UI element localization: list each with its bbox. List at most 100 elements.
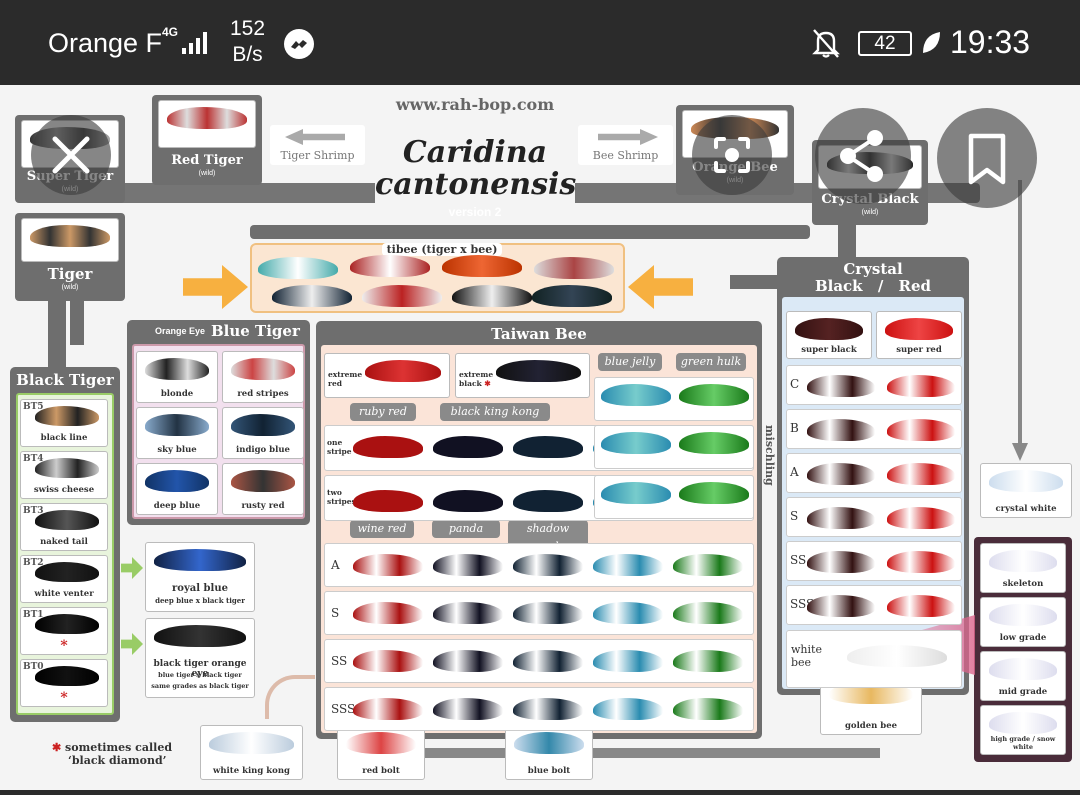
super-red-label: super red [896,345,942,355]
shrimp-image [35,562,99,582]
grade-label: B [790,421,799,435]
shrimp-image [145,358,209,380]
version-label: version 2 [448,205,502,219]
crystal-row: SS [786,541,962,581]
arrow-crystal-white-icon [1012,443,1028,461]
royal-blue-label: royal blue [172,583,228,594]
item-label: naked tail [40,537,88,547]
white-king-kong-card: white king kong [200,725,303,780]
blue-tiger-item: red stripes [222,351,304,403]
shrimp-image [807,551,875,573]
bookmark-icon [968,133,1006,185]
shrimp-image [807,463,875,485]
shrimp-image [887,463,955,485]
variety-pill: green hulk [676,353,746,371]
bookmark-button[interactable] [937,108,1037,208]
blue-bolt-label: blue bolt [527,766,571,776]
grade-label: C [790,377,800,391]
item-label: black line [40,433,88,443]
black-tiger-orange-eye-card: black tiger orange eye blue tiger x blac… [145,618,255,698]
data-speed: 152 B/s [230,17,266,66]
arrow-right-icon [598,129,658,145]
white-grade-card: mid grade [980,651,1066,701]
stripe-label: one stripe [327,438,352,456]
shrimp-image [433,490,503,512]
item-label: rusty red [241,501,285,511]
jelly-hulk-row [594,377,754,421]
shrimp-image [433,554,503,576]
tibee-shrimp-6 [362,285,442,307]
white-bee-row: white bee [786,630,962,688]
red-tiger-sub: (wild) [198,170,216,177]
shrimp-image [887,507,955,529]
shrimp-image [513,554,583,576]
variety-pill: black king kong [440,403,550,421]
tiger-sub: (wild) [61,284,79,291]
shrimp-image [593,554,663,576]
shrimp-image [887,595,955,617]
white-king-kong-label: white king kong [213,766,290,776]
shrimp-image [513,490,583,512]
red-tiger-card [158,100,256,148]
blue-bolt-card: blue bolt [505,725,593,780]
status-bar: Orange F 4G 152 B/s 42 19:33 [0,0,1080,85]
shrimp-image [35,510,99,530]
super-black-label: super black [801,345,857,355]
shrimp-image [593,698,663,720]
shrimp-image [601,482,671,504]
taiwan-bee-row: A [324,543,754,587]
title-line2: cantonensis [375,167,577,202]
white-grade-label: mid grade [998,687,1048,697]
variety-pill: blue jelly [598,353,662,371]
blue-tiger-item: sky blue [136,407,218,459]
shrimp-image [989,550,1057,572]
taiwan-bee-row: SSS [324,687,754,731]
shrimp-image [35,458,99,478]
network-type: 4G [162,25,179,39]
blue-tiger-prefix: Orange Eye [155,326,206,336]
shrimp-image [433,650,503,672]
grade-label: SSS [331,702,356,716]
shrimp-image [795,318,863,340]
shrimp-image [673,650,743,672]
shrimp-image [353,698,423,720]
share-button[interactable] [815,108,911,204]
tiger-shrimp-box: Tiger Shrimp [270,125,365,165]
blue-tiger-item: indigo blue [222,407,304,459]
shrimp-image [601,432,671,454]
shrimp-image [353,554,423,576]
shrimp-image [989,712,1057,734]
bee-shrimp-label: Bee Shrimp [592,149,659,162]
lens-button[interactable] [692,115,772,195]
close-button[interactable] [31,115,111,195]
tiger-card [21,218,119,262]
connector-pink [265,675,315,719]
white-grade-card: skeleton [980,543,1066,593]
shrimp-image [673,554,743,576]
footnote: ✱ sometimes called ‘black diamond’ [52,741,173,767]
image-viewer[interactable]: Super Tiger (wild) Red Tiger (wild) Tige… [0,85,1080,790]
white-grade-card: low grade [980,597,1066,647]
close-icon [52,136,90,174]
item-label: blonde [160,389,194,399]
item-label: indigo blue [236,445,290,455]
taiwan-bee-row: SS [324,639,754,683]
white-grade-card: high grade / snow white [980,705,1066,755]
shrimp-image [887,375,955,397]
crystal-black-wild-sub: (wild) [861,209,879,216]
jelly-hulk-row [594,475,754,519]
shrimp-image [593,602,663,624]
shrimp-image [513,698,583,720]
blue-tiger-item: blonde [136,351,218,403]
shrimp-image [885,318,953,340]
shrimp-image [847,645,947,667]
grade-label: S [790,509,799,523]
shrimp-image [231,470,295,492]
taiwan-bee-title: Taiwan Bee [491,325,587,343]
blue-tiger-item: deep blue [136,463,218,515]
shrimp-image [231,358,295,380]
shrimp-image [807,419,875,441]
tibee-shrimp-8 [532,285,612,307]
red-bolt-shrimp [346,732,416,754]
